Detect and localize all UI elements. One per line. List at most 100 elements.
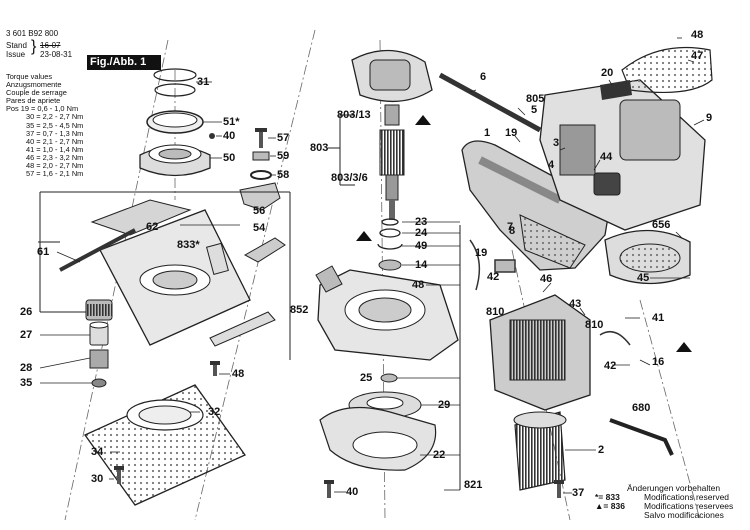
triangle-marker-836 [676, 342, 692, 352]
part-35-nut [91, 378, 107, 388]
part-label-833: 833* [177, 239, 200, 251]
torque-line: 41 = 1,0 - 1,4 Nm [26, 144, 84, 154]
part-label-48-top: 48 [691, 29, 704, 41]
part-label-57: 57 [277, 132, 290, 144]
part-27-bushing [89, 321, 109, 346]
handle-1 [461, 140, 611, 271]
part-803-13-fan-housing [351, 49, 433, 103]
stand-label: Stand [6, 41, 27, 50]
part-57-pin [255, 128, 267, 148]
cover-47 [621, 46, 713, 94]
part-26-needle-bearing [85, 299, 113, 321]
screw-37 [554, 480, 564, 498]
part-51-ring [146, 110, 204, 134]
label-20 [600, 80, 632, 100]
part-label-805: 805 [526, 93, 545, 105]
torque-line: 57 = 1,6 - 2,1 Nm [26, 169, 84, 179]
part-56-lever [239, 182, 281, 211]
issue-label: Issue [6, 50, 26, 59]
part-label-20: 20 [601, 67, 614, 79]
part-label-1: 1 [484, 127, 491, 139]
torque-line: Pares de apriete [6, 96, 61, 106]
torque-line: 40 = 2,1 - 2,7 Nm [26, 136, 84, 146]
screw-40 [209, 133, 215, 139]
switch-44 [593, 172, 621, 196]
part-label-19-right: 19 [475, 247, 488, 259]
issue-value: 23-08-31 [40, 50, 73, 59]
bracket-lines [38, 191, 291, 360]
part-label-44: 44 [600, 151, 613, 163]
part-label-59: 59 [277, 150, 290, 162]
leader-lines [39, 37, 705, 494]
part-label-27: 27 [20, 329, 33, 341]
part-label-37: 37 [572, 487, 585, 499]
part-label-14: 14 [415, 259, 428, 271]
part-label-26: 26 [20, 306, 33, 318]
footer-key-836: ▲= 836 [595, 501, 625, 511]
cable-parts [469, 239, 631, 346]
part-label-51: 51* [223, 116, 240, 128]
footer-line-2: Modifications reserved [644, 492, 730, 502]
field-coil-2 [513, 411, 567, 491]
part-label-9: 9 [706, 112, 713, 124]
bracket-lines-center [328, 114, 461, 490]
part-label-41: 41 [652, 312, 665, 324]
shroud-22 [319, 406, 437, 471]
part-label-56: 56 [253, 205, 266, 217]
housing-821 [315, 265, 459, 361]
torque-line: 35 = 2,5 - 4,5 Nm [26, 120, 84, 130]
screw-30 [114, 466, 124, 484]
part-label-680: 680 [632, 402, 651, 414]
part-label-22: 22 [433, 449, 446, 461]
sanding-plate-34 [84, 384, 246, 506]
torque-line: 37 = 0,7 - 1,3 Nm [26, 128, 84, 138]
armature-803 [379, 104, 405, 220]
part-label-35: 35 [20, 377, 33, 389]
torque-line: 48 = 2,0 - 2,7 Nm [26, 161, 84, 171]
part-label-48-center: 48 [412, 279, 425, 291]
figure-label: Fig./Abb. 1 [87, 55, 161, 70]
brace: } [31, 38, 37, 55]
torque-line: 30 = 2,2 - 2,7 Nm [26, 112, 84, 122]
part-label-656: 656 [652, 219, 671, 231]
part-label-32: 32 [208, 406, 221, 418]
stand-value: 16-07 [40, 41, 61, 50]
torque-values: Torque values Anzugsmomente Couple de se… [6, 72, 84, 179]
triangle-marker-836 [415, 115, 431, 125]
footer-line-3: Modifications reservees [644, 501, 734, 511]
part-label-5: 5 [531, 104, 538, 116]
part-label-8: 8 [509, 225, 516, 237]
screw-40-bottom [324, 480, 334, 498]
part-label-34: 34 [91, 446, 104, 458]
part-label-31: 31 [197, 76, 210, 88]
part-label-810-right: 810 [585, 319, 604, 331]
torque-line: Couple de serrage [6, 88, 67, 98]
part-label-40: 40 [223, 130, 236, 142]
part-label-49: 49 [415, 240, 428, 252]
part-label-803-13: 803/13 [337, 109, 371, 121]
part-label-40-bottom: 40 [346, 486, 359, 498]
part-label-24: 24 [415, 227, 428, 239]
part-59-sleeve [252, 151, 270, 161]
part-label-28: 28 [20, 362, 33, 374]
part-50-bearing-housing [139, 144, 211, 177]
bearing-14 [378, 259, 402, 271]
part-label-46: 46 [540, 273, 553, 285]
part-label-7: 7 [507, 221, 514, 233]
part-label-16: 16 [652, 356, 665, 368]
part-label-821: 821 [464, 479, 483, 491]
part-label-23: 23 [415, 216, 428, 228]
part-28-eccentric [89, 349, 109, 369]
part-label-48: 48 [232, 368, 245, 380]
screw-48-left [210, 361, 220, 376]
triangle-marker-836 [356, 231, 372, 241]
part-label-61: 61 [37, 246, 50, 258]
bearing-25 [380, 373, 398, 383]
part-label-4: 4 [548, 159, 555, 171]
motor-stator-area [489, 294, 591, 411]
part-label-62: 62 [146, 221, 159, 233]
dust-box-656 [604, 229, 691, 285]
part-label-29: 29 [438, 399, 451, 411]
torque-line: 46 = 2,3 - 3,2 Nm [26, 152, 84, 162]
